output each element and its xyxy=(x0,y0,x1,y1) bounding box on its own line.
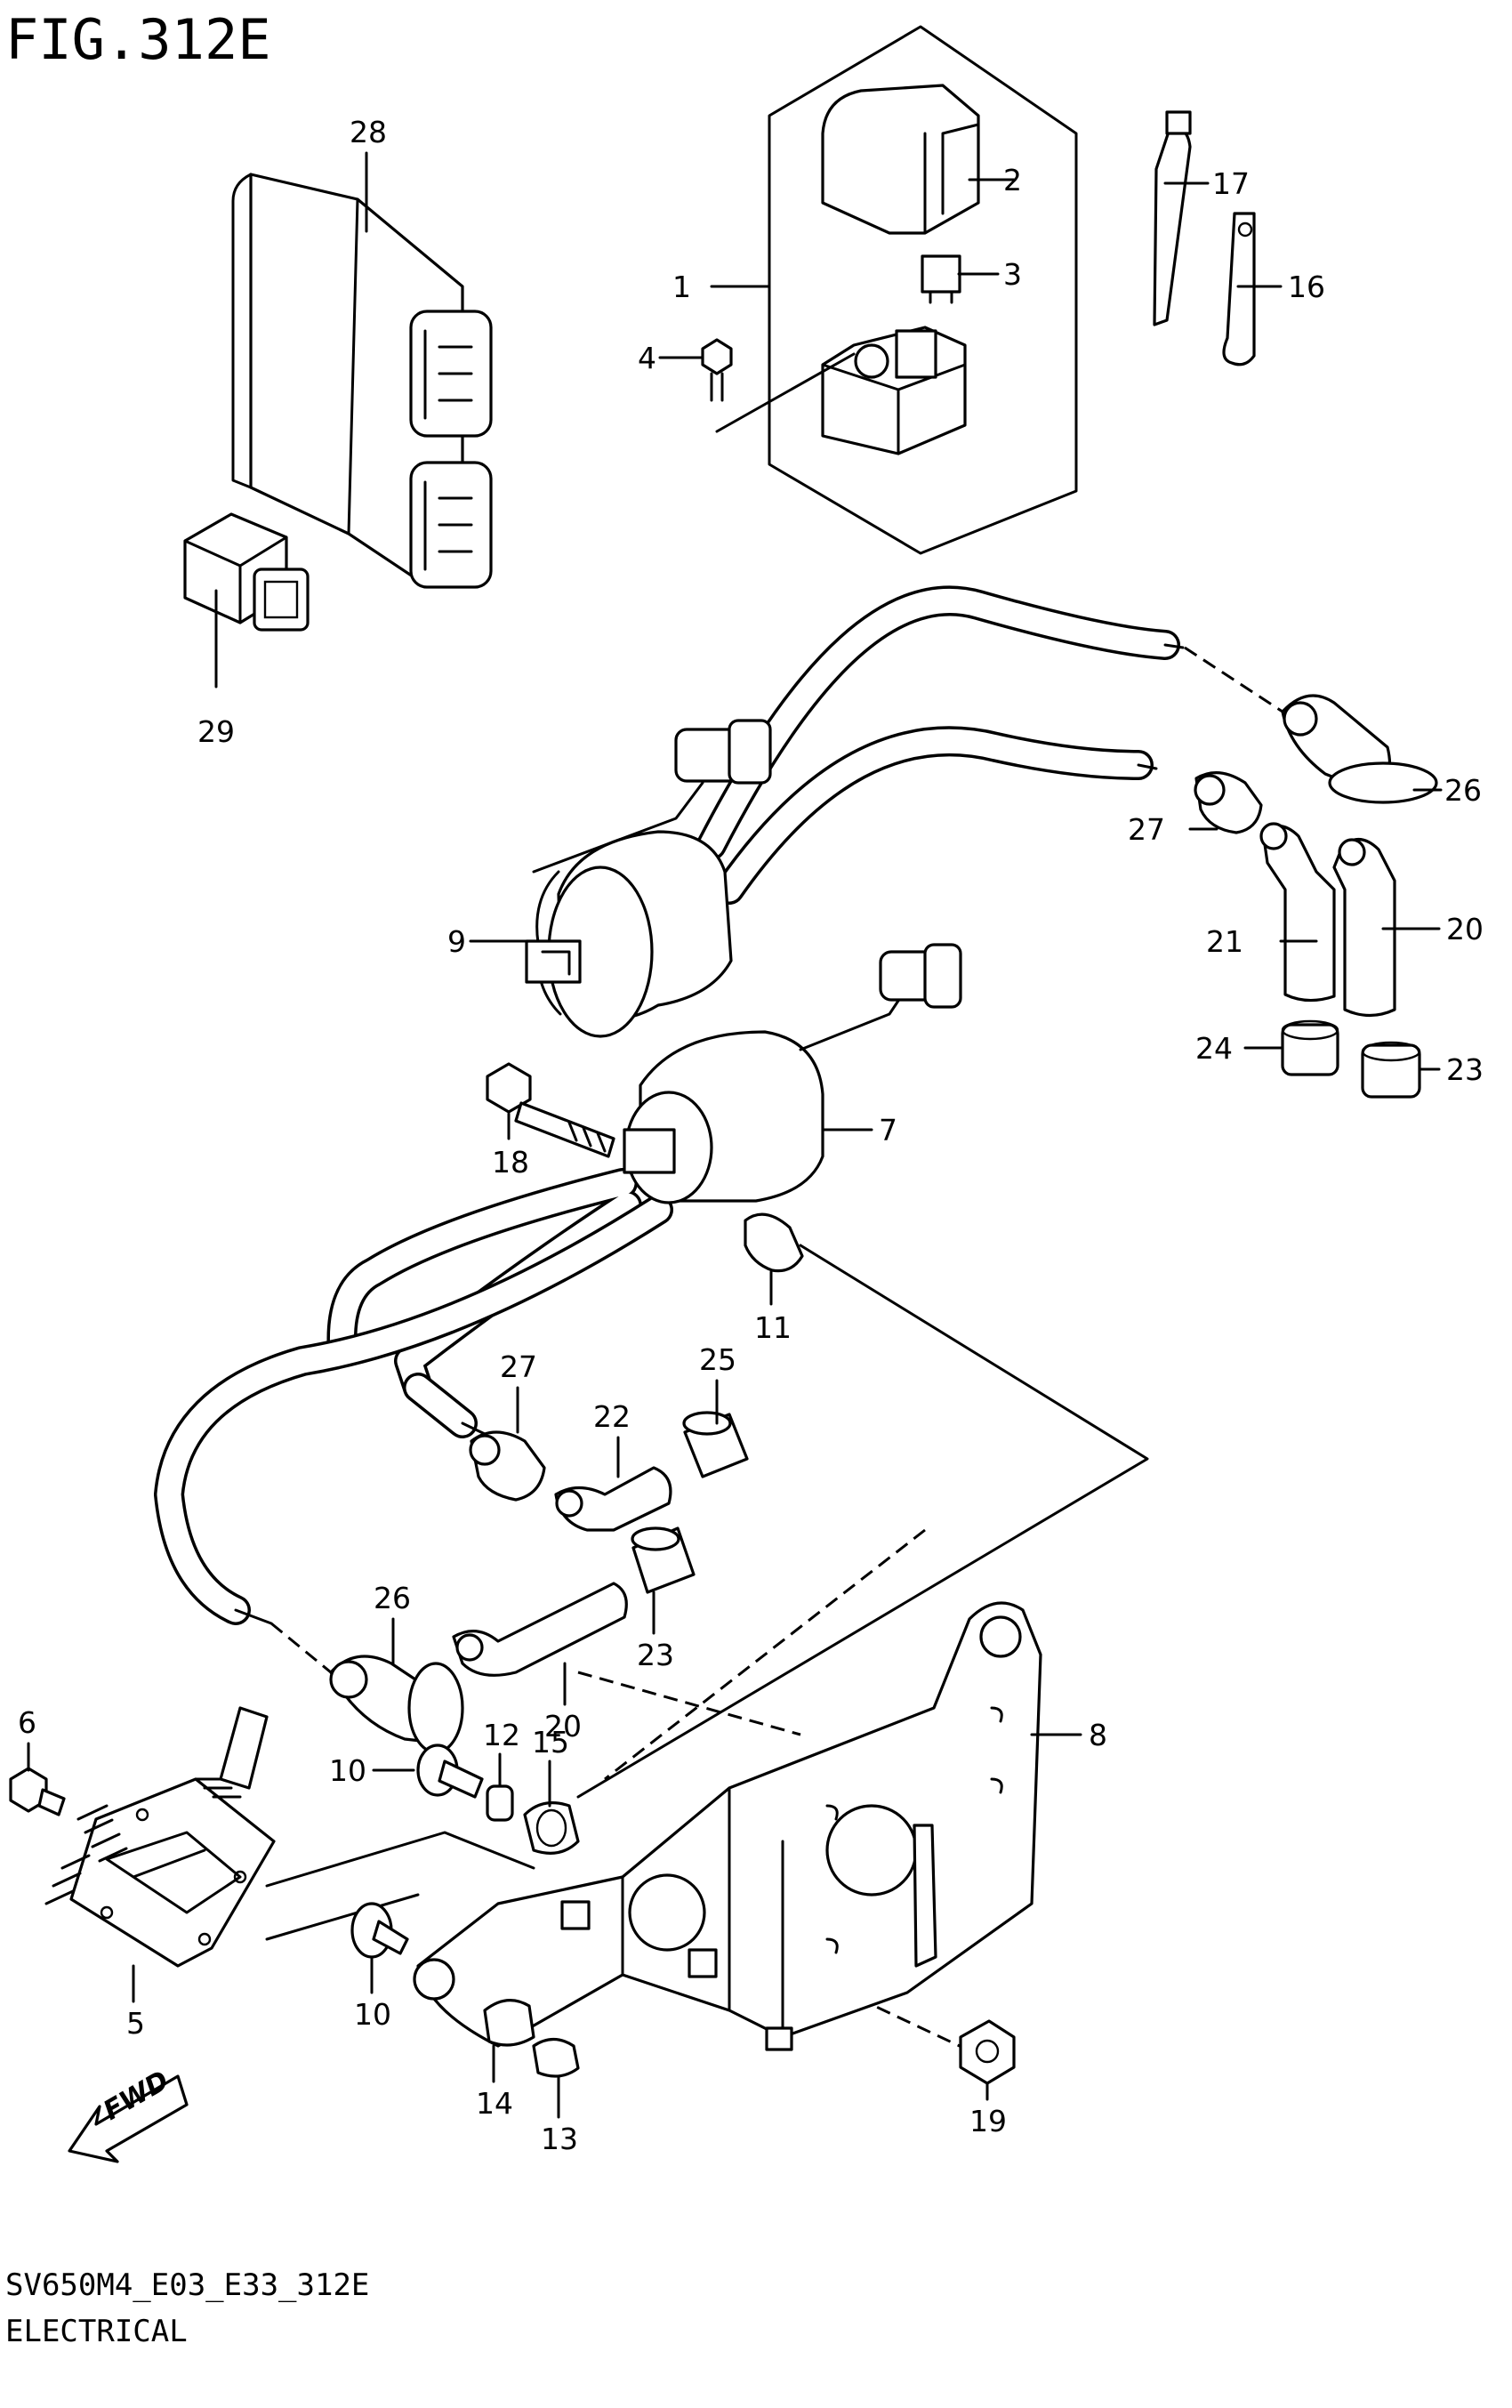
part-27-cap-upper[interactable] xyxy=(1194,771,1263,834)
callout-18: 18 xyxy=(492,1145,529,1180)
part-1-relay[interactable] xyxy=(821,326,967,455)
part-20-boot-lower[interactable] xyxy=(452,1582,628,1677)
callout-28: 28 xyxy=(350,115,387,149)
figure-title: FIG.312E xyxy=(5,7,271,72)
part-15-grommet[interactable] xyxy=(523,1801,580,1855)
callout-24: 24 xyxy=(1195,1031,1233,1066)
callout-29: 29 xyxy=(197,714,235,749)
callout-12: 12 xyxy=(483,1718,520,1752)
part-4-screw[interactable] xyxy=(701,338,733,402)
part-6-bolt[interactable] xyxy=(9,1767,66,1816)
part-25-seal[interactable] xyxy=(682,1411,749,1478)
callout-26-lower: 26 xyxy=(374,1581,411,1615)
callout-leaders xyxy=(27,151,1443,2119)
leader-relay-screw xyxy=(715,352,856,433)
callout-17: 17 xyxy=(1212,166,1250,201)
part-22-boot[interactable] xyxy=(554,1466,672,1532)
callout-8: 8 xyxy=(1089,1718,1107,1752)
part-19-nut[interactable] xyxy=(959,2019,1016,2085)
callout-23-lower: 23 xyxy=(637,1638,674,1672)
fwd-arrow: FWD xyxy=(68,2065,189,2163)
callout-27-upper: 27 xyxy=(1128,812,1165,847)
callout-10-lower: 10 xyxy=(354,1997,391,2032)
part-29-connector[interactable] xyxy=(183,512,310,632)
part-18-bolt[interactable] xyxy=(486,1062,615,1158)
leader-dash-26-upper xyxy=(1184,646,1283,713)
part-10-bolt-upper[interactable] xyxy=(416,1744,484,1799)
callout-14: 14 xyxy=(476,2086,513,2121)
callout-3: 3 xyxy=(1003,257,1022,292)
leader-regulator xyxy=(265,1831,535,1941)
part-5-regulator[interactable] xyxy=(44,1706,276,1968)
part-3-fuse[interactable] xyxy=(921,254,961,304)
callout-11: 11 xyxy=(754,1310,792,1345)
part-10-bolt-lower[interactable] xyxy=(350,1902,409,1959)
part-12-collar[interactable] xyxy=(486,1784,514,1822)
callout-23-upper: 23 xyxy=(1446,1052,1484,1087)
part-23-seal-lower[interactable] xyxy=(631,1526,696,1594)
callout-22: 22 xyxy=(593,1399,631,1434)
part-16-clamp[interactable] xyxy=(1222,212,1256,366)
callout-27-lower: 27 xyxy=(500,1349,537,1384)
callout-20-lower: 20 xyxy=(544,1709,582,1744)
callout-26-upper: 26 xyxy=(1444,773,1482,808)
leader-dash-coil xyxy=(604,1528,926,1781)
callout-5: 5 xyxy=(126,2006,145,2041)
figure-code: SV650M4_E03_E33_312E xyxy=(5,2267,369,2303)
part-26-plug-cap-lower[interactable] xyxy=(329,1655,464,1754)
callout-10-upper: 10 xyxy=(329,1753,366,1788)
part-26-plug-cap-upper[interactable] xyxy=(1281,694,1438,804)
part-11-collar[interactable] xyxy=(744,1212,804,1273)
callout-4: 4 xyxy=(638,341,656,375)
part-27-cap-lower[interactable] xyxy=(469,1430,546,1502)
callout-21: 21 xyxy=(1206,924,1243,959)
part-7-ignition-coil-front[interactable] xyxy=(154,943,962,1625)
callout-6: 6 xyxy=(18,1705,36,1740)
callout-15: 15 xyxy=(532,1725,569,1760)
part-24-seal[interactable] xyxy=(1281,1019,1339,1076)
leader-dash-19 xyxy=(577,1671,801,1736)
callout-13: 13 xyxy=(541,2122,578,2156)
callout-1: 1 xyxy=(672,270,691,304)
leader-assembly xyxy=(576,1244,1149,1799)
callout-7: 7 xyxy=(879,1113,897,1148)
part-8-bracket[interactable] xyxy=(413,1601,1042,2051)
callout-9: 9 xyxy=(447,924,466,959)
part-28-ecu[interactable] xyxy=(231,173,493,589)
part-21-boot[interactable] xyxy=(1259,822,1336,1003)
callout-25: 25 xyxy=(699,1342,736,1377)
part-23-seal-upper[interactable] xyxy=(1361,1041,1421,1099)
part-17-cable-tie[interactable] xyxy=(1153,110,1192,326)
part-2-relay-cover[interactable] xyxy=(821,84,980,235)
leader-dash-26-lower xyxy=(270,1622,332,1674)
callout-19: 19 xyxy=(969,2104,1007,2138)
part-20-boot-upper[interactable] xyxy=(1332,838,1396,1018)
part-14-grommet[interactable] xyxy=(483,1999,535,2047)
callout-16: 16 xyxy=(1288,270,1325,304)
figure-section: ELECTRICAL xyxy=(5,2314,188,2349)
part-9-ignition-coil-rear[interactable] xyxy=(525,585,1185,1038)
relay-group-outline xyxy=(768,25,1078,555)
callout-20-upper: 20 xyxy=(1446,912,1484,946)
part-13-collar[interactable] xyxy=(532,2037,580,2078)
callout-2: 2 xyxy=(1003,163,1022,197)
